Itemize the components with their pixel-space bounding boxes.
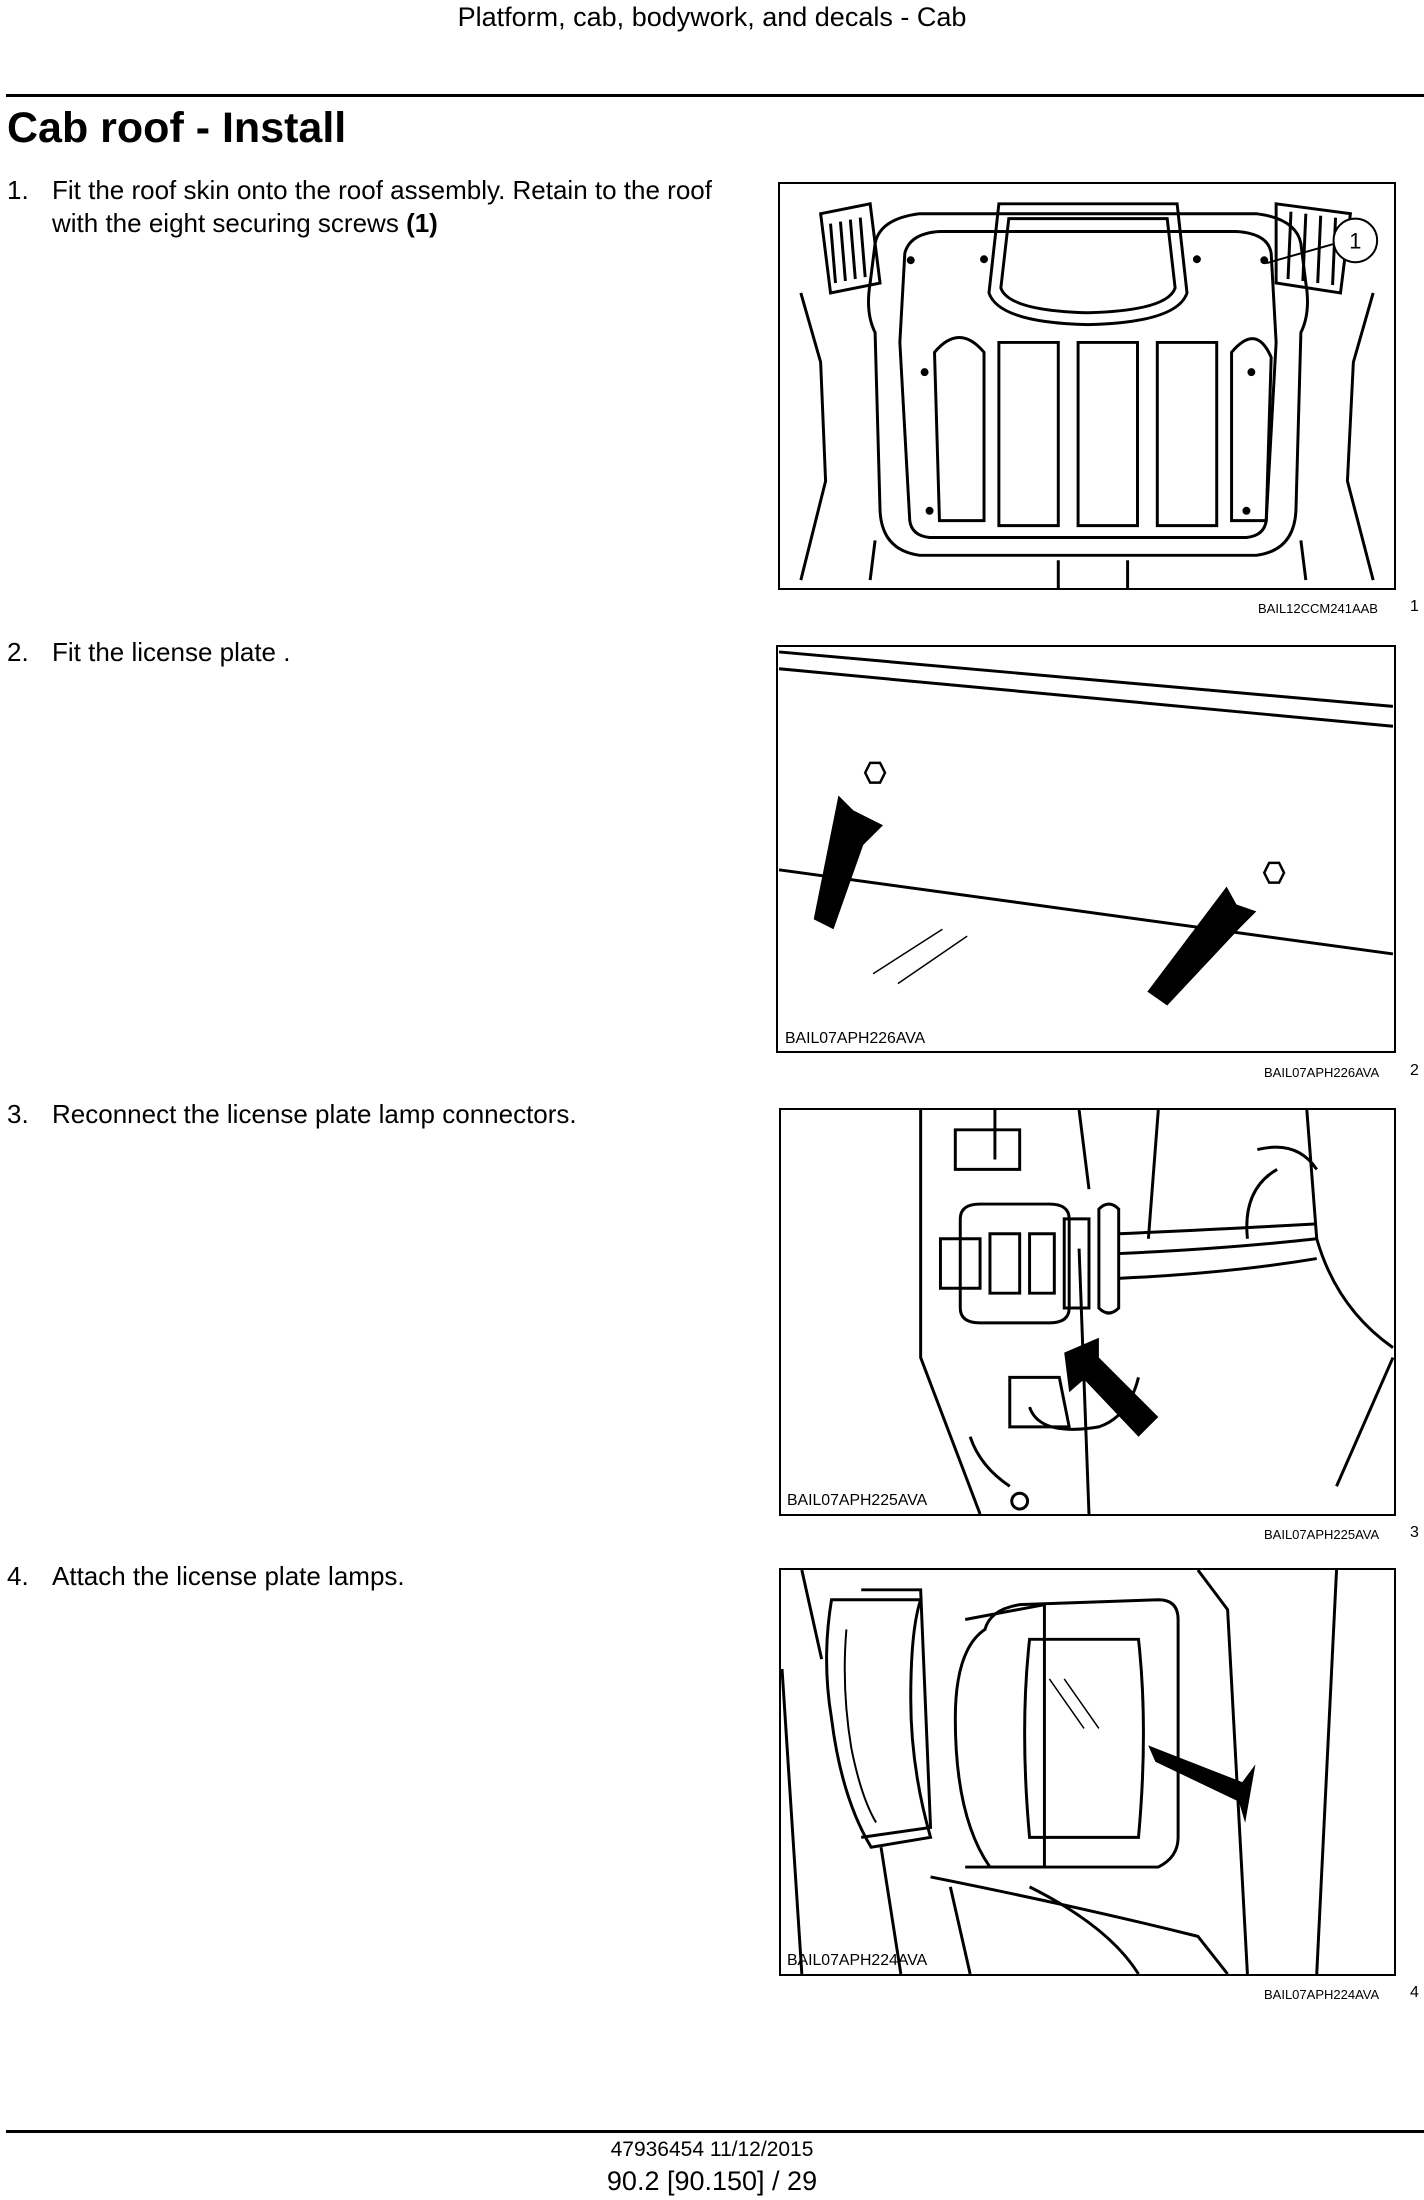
footer-document-id: 47936454 11/12/2015 (610, 2138, 814, 2161)
lamp-illustration: BAIL07APH224AVA (781, 1570, 1339, 1974)
step-number: 2. (7, 637, 29, 667)
figure-3-connectors: BAIL07APH225AVA (779, 1108, 1396, 1516)
callout-ref: (1) (406, 208, 438, 238)
callout-number: 1 (1349, 228, 1361, 253)
figure-2-license-plate: BAIL07APH226AVA (776, 645, 1396, 1053)
figure-inset-label: BAIL07APH224AVA (787, 1952, 928, 1969)
figure-4-lamps: BAIL07APH224AVA (779, 1568, 1396, 1976)
step-number: 4. (7, 1561, 29, 1591)
step-number: 1. (7, 175, 29, 205)
figure-number: 1 (1410, 598, 1419, 615)
figure-caption: BAIL12CCM241AAB (1258, 601, 1378, 616)
figure-number: 2 (1410, 1062, 1419, 1079)
figure-caption: BAIL07APH226AVA (1264, 1065, 1380, 1080)
step-text: Reconnect the license plate lamp connect… (52, 1099, 577, 1129)
figure-inset-label: BAIL07APH225AVA (787, 1492, 928, 1509)
license-plate-illustration: BAIL07APH226AVA (778, 650, 1394, 1047)
cab-roof-illustration: 1 (799, 202, 1379, 588)
footer-page-number: 90.2 [90.150] / 29 (606, 2166, 818, 2196)
step-text: Attach the license plate lamps. (52, 1561, 405, 1591)
figure-inset-label: BAIL07APH226AVA (785, 1030, 926, 1047)
step-number: 3. (7, 1099, 29, 1129)
running-header: Platform, cab, bodywork, and decals - Ca… (457, 2, 967, 32)
figure-caption: BAIL07APH224AVA (1264, 1987, 1380, 2002)
figure-1-cab-roof: 1 (778, 182, 1396, 590)
step-text: Fit the license plate . (52, 637, 291, 667)
footer-divider (6, 2130, 1424, 2133)
figure-number: 4 (1410, 1984, 1419, 2001)
figure-caption: BAIL07APH225AVA (1264, 1527, 1380, 1542)
header-divider (6, 94, 1424, 97)
page-title: Cab roof - Install (7, 104, 347, 152)
figure-number: 3 (1410, 1524, 1419, 1541)
step-text-body: Fit the roof skin onto the roof assembly… (52, 175, 712, 238)
step-text: Fit the roof skin onto the roof assembly… (52, 174, 732, 240)
connector-illustration: BAIL07APH225AVA (787, 1110, 1394, 1514)
